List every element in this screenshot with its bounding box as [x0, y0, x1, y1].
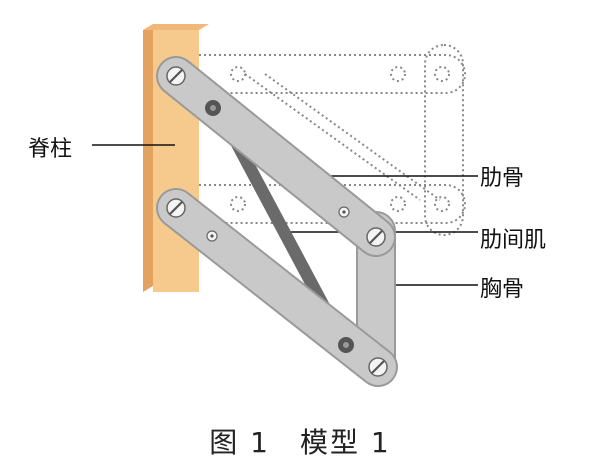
screw-icon: [366, 227, 386, 247]
label-intercostal-muscle: 肋间肌: [480, 228, 547, 253]
rivet-icon: [206, 230, 218, 242]
spine-top-face: [143, 24, 209, 30]
ghost-pivot: [230, 196, 246, 212]
label-sternum: 胸骨: [480, 277, 525, 302]
label-spine: 脊柱: [28, 137, 73, 162]
ghost-muscle-edge-b: [264, 73, 441, 201]
rivet-icon: [338, 206, 350, 218]
intercostal-muscle: [212, 106, 352, 350]
label-rib: 肋骨: [480, 166, 525, 191]
ghost-upper-rib: [174, 54, 466, 94]
spine-side-face: [143, 24, 153, 292]
ghost-pivot: [390, 66, 406, 82]
ghost-pivot: [230, 66, 246, 82]
pin-icon: [338, 337, 354, 353]
screw-icon: [368, 357, 388, 377]
pin-icon: [205, 100, 221, 116]
screw-icon: [166, 198, 186, 218]
ghost-muscle-edge-a: [244, 73, 421, 201]
ghost-pivot: [434, 196, 450, 212]
ghost-pivot: [434, 66, 450, 82]
ghost-pivot: [390, 196, 406, 212]
figure-caption: 图 1 模型 1: [209, 426, 391, 459]
ghost-sternum: [424, 44, 464, 236]
screw-icon: [166, 66, 186, 86]
